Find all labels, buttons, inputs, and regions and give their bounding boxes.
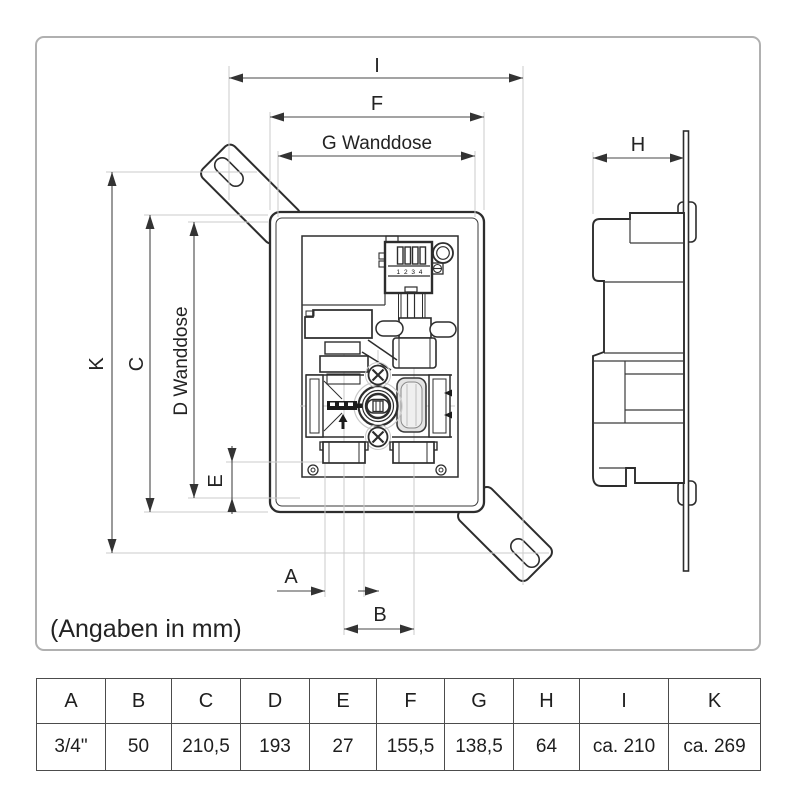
- screw-top: [365, 362, 391, 388]
- terminal-numbers: 1 2 3 4: [397, 269, 424, 276]
- drawing-frame: [35, 36, 761, 651]
- dimensions: I F G Wanddose H K C D Wanddose: [86, 55, 684, 634]
- table-header: E: [309, 678, 377, 724]
- table-cell: 50: [105, 723, 172, 771]
- dimension-table: A B C D E F G H I K 3/4" 50 210,5 193 27…: [36, 678, 761, 771]
- box-inner-wall: [275, 217, 479, 507]
- table-header: C: [171, 678, 241, 724]
- dim-label-k: K: [86, 357, 108, 371]
- flow-slider: [327, 401, 362, 410]
- table-header-row: A B C D E F G H I K: [36, 678, 761, 724]
- table-value-row: 3/4" 50 210,5 193 27 155,5 138,5 64 ca. …: [36, 723, 761, 771]
- dim-label-g: G Wanddose: [322, 133, 432, 154]
- table-header: D: [240, 678, 310, 724]
- table-header: K: [668, 678, 761, 724]
- port-left: [319, 441, 369, 464]
- table-cell: 64: [513, 723, 580, 771]
- filter-capsule: [396, 377, 427, 433]
- units-note: (Angaben in mm): [50, 615, 242, 643]
- dim-label-c: C: [126, 357, 148, 371]
- table-header: A: [36, 678, 106, 724]
- side-view: [592, 130, 697, 572]
- table-cell: 3/4": [36, 723, 106, 771]
- table-header: B: [105, 678, 172, 724]
- table-cell: 193: [240, 723, 310, 771]
- terminal-block: 1 2 3 4: [378, 235, 454, 295]
- table-header: F: [376, 678, 445, 724]
- table-cell: ca. 269: [668, 723, 761, 771]
- screw-bottom: [365, 424, 391, 450]
- dim-label-a: A: [284, 566, 298, 588]
- valve-plate: [305, 374, 452, 438]
- table-cell: 138,5: [444, 723, 514, 771]
- table-cell: 210,5: [171, 723, 241, 771]
- technical-drawing: 1 2 3 4: [35, 36, 761, 651]
- screw-boss: [432, 242, 454, 264]
- table-header: I: [579, 678, 669, 724]
- table-cell: 155,5: [376, 723, 445, 771]
- dim-label-e: E: [205, 474, 227, 487]
- table-header: G: [444, 678, 514, 724]
- valve-right-train: [392, 286, 437, 369]
- dim-label-f: F: [371, 93, 383, 115]
- side-body-details: [593, 213, 683, 469]
- front-view-internals: 1 2 3 4: [302, 235, 457, 476]
- table-header: H: [513, 678, 580, 724]
- dim-label-b: B: [373, 604, 386, 626]
- side-body-outline: [592, 212, 685, 487]
- port-right: [389, 441, 438, 464]
- table-cell: 27: [309, 723, 377, 771]
- dim-label-h: H: [631, 134, 645, 156]
- table-cell: ca. 210: [579, 723, 669, 771]
- dim-label-d: D Wanddose: [171, 306, 192, 415]
- dim-label-i: I: [374, 55, 380, 77]
- valve-left-train: [304, 309, 398, 385]
- direction-arrow-icon: [338, 414, 348, 429]
- panel-holes: [307, 320, 457, 476]
